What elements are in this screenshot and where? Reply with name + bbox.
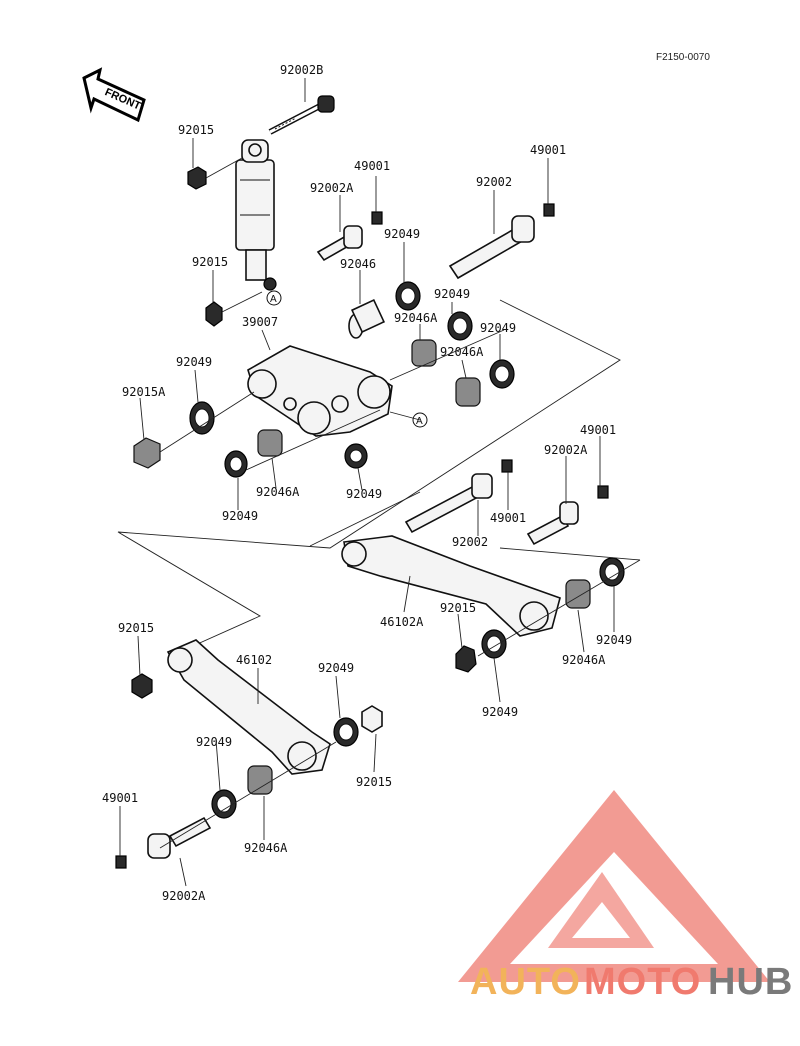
label-92046A-d: 92046A: [562, 653, 606, 667]
label-46102: 46102: [236, 653, 272, 667]
seal-92049-left: [189, 401, 215, 435]
tie-rod-46102: [166, 639, 331, 775]
nut-92015A: [133, 437, 161, 469]
label-92049-c: 92049: [480, 321, 516, 335]
nut-92015-right: [455, 645, 477, 673]
label-92002-a: 92002: [476, 175, 512, 189]
seal-92049-upper-a: [395, 281, 421, 311]
leader-lines: [119, 78, 615, 887]
diagram-ref-code: F2150-0070: [656, 52, 710, 63]
seal-92049-upper-c: [489, 359, 515, 389]
label-92002-b: 92002: [452, 535, 488, 549]
label-92002A-b: 92002A: [544, 443, 588, 457]
label-49001-a: 49001: [354, 159, 390, 173]
label-49001-e: 49001: [102, 791, 138, 805]
label-92049-j: 92049: [196, 735, 232, 749]
nut-92015-lower: [205, 291, 263, 327]
label-39007: 39007: [242, 315, 278, 329]
nut-92015-top: [187, 157, 243, 190]
marker-a-shock: A: [270, 294, 277, 305]
seal-92049-right-b: [481, 629, 507, 659]
rocker-arm-39007: [247, 345, 393, 437]
label-49001-d: 49001: [490, 511, 526, 525]
grease-nipple-49001-e: [115, 855, 127, 869]
bolt-92002A-lower-right: [526, 501, 579, 546]
part-labels: 92002B 92015 49001 92002A 92002 49001 92…: [102, 63, 632, 903]
bushing-92046: [348, 298, 386, 339]
label-92049-f: 92049: [222, 509, 258, 523]
label-92046A-a: 92046A: [394, 311, 438, 325]
bolt-92002-lower: [404, 473, 493, 534]
grease-nipple-49001-b: [543, 203, 555, 217]
grease-nipple-49001-a: [371, 211, 383, 225]
label-92049-d: 92049: [176, 355, 212, 369]
seal-92049-left-lower: [211, 789, 237, 819]
logo-text-moto: MOTO: [584, 961, 701, 1003]
seal-92049-lower-left: [224, 450, 248, 478]
seal-92049-upper-b: [447, 311, 473, 341]
bolt-92002A-left-lower: [147, 816, 212, 859]
label-92015-c: 92015: [440, 601, 476, 615]
bushing-92046A-right: [565, 579, 591, 609]
bushing-92046A-left-lower: [247, 765, 273, 795]
bushing-92046A-upper-a: [411, 339, 437, 367]
label-92046A-c: 92046A: [256, 485, 300, 499]
grease-nipple-49001-c: [501, 459, 513, 473]
bolt-92002A-upper: [316, 225, 363, 262]
label-92049-i: 92049: [318, 661, 354, 675]
bushing-92046A-upper-b: [455, 377, 481, 407]
label-92002B: 92002B: [280, 63, 323, 77]
label-92046A-b: 92046A: [440, 345, 484, 359]
label-49001-c: 49001: [580, 423, 616, 437]
logo-text-hub: HUB: [708, 961, 793, 1003]
label-92015-top: 92015: [178, 123, 214, 137]
label-92046A-e: 92046A: [244, 841, 288, 855]
label-49001-b: 49001: [530, 143, 566, 157]
tie-rod-46102A: [341, 535, 561, 637]
label-92015A: 92015A: [122, 385, 166, 399]
seal-92049-lower-mid: [344, 443, 368, 469]
shock-absorber: [235, 139, 277, 291]
automotohub-logo: AUTO MOTO HUB: [458, 790, 793, 1003]
marker-a-rocker: A: [416, 416, 423, 427]
label-92015-e: 92015: [356, 775, 392, 789]
label-92049-a: 92049: [384, 227, 420, 241]
label-92049-b: 92049: [434, 287, 470, 301]
label-92002A-a: 92002A: [310, 181, 354, 195]
label-92015-d: 92015: [118, 621, 154, 635]
seal-92049-left-tie: [333, 717, 359, 747]
front-arrow-icon: FRONT: [82, 67, 146, 123]
nut-92015-left-tie: [361, 705, 383, 733]
label-92002A-c: 92002A: [162, 889, 206, 903]
label-92049-e: 92049: [346, 487, 382, 501]
label-92046: 92046: [340, 257, 376, 271]
label-92015-b: 92015: [192, 255, 228, 269]
label-92049-g: 92049: [596, 633, 632, 647]
bolt-92002B: [268, 95, 335, 135]
label-92049-h: 92049: [482, 705, 518, 719]
bushing-92046A-lower-left: [257, 429, 283, 457]
label-46102A: 46102A: [380, 615, 424, 629]
nut-92015-left: [131, 673, 153, 699]
logo-text-auto: AUTO: [470, 961, 581, 1003]
bolt-92002-upper: [448, 215, 535, 280]
grease-nipple-49001-d: [597, 485, 609, 499]
